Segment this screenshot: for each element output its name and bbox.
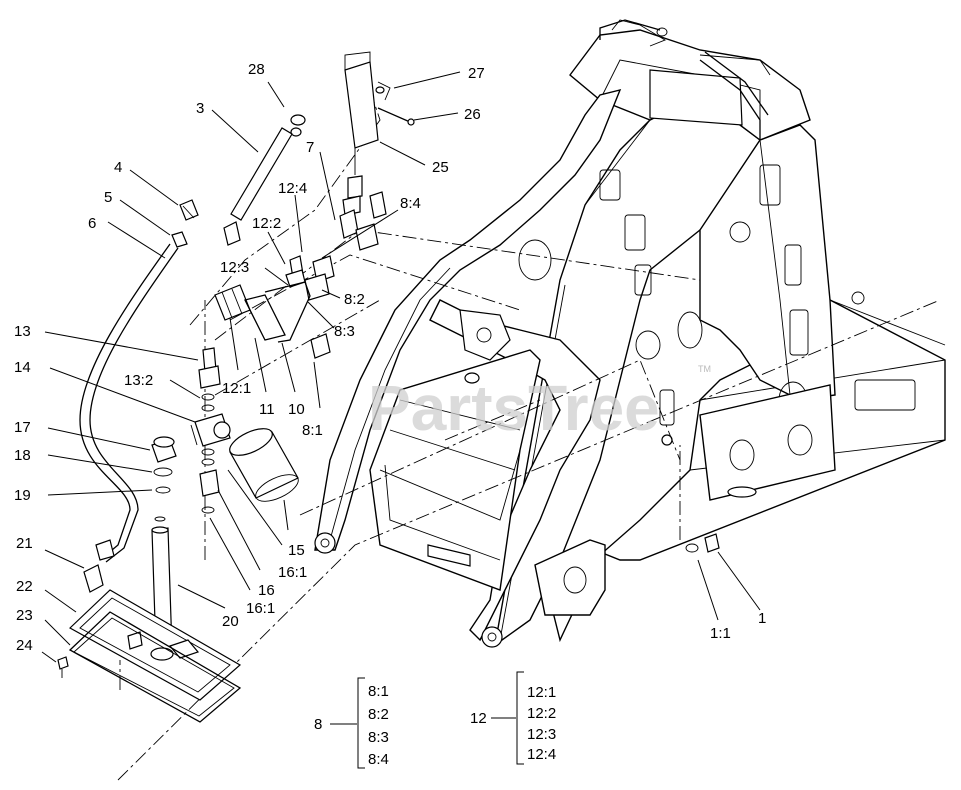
callout-6: 6 bbox=[88, 215, 96, 232]
callout-14: 14 bbox=[14, 359, 31, 376]
callout-23: 23 bbox=[16, 607, 33, 624]
fitting-4 bbox=[179, 199, 199, 221]
legend-12-item-1: 12:1 bbox=[527, 684, 556, 701]
cover-plate-22 bbox=[68, 589, 242, 701]
tube-3 bbox=[223, 127, 293, 246]
callout-26: 26 bbox=[464, 106, 481, 123]
legend-8-item-3: 8:3 bbox=[368, 729, 389, 746]
callout-5: 5 bbox=[104, 189, 112, 206]
callout-16-1-a: 16:1 bbox=[278, 564, 307, 581]
legend-8-item-2: 8:2 bbox=[368, 706, 389, 723]
callout-22: 22 bbox=[16, 578, 33, 595]
clip-19 bbox=[155, 486, 171, 494]
elbow-21 bbox=[83, 564, 104, 593]
legend-8: 8 8:1 8:2 8:3 8:4 bbox=[314, 677, 389, 769]
gasket-23 bbox=[68, 611, 242, 723]
filter-15 bbox=[229, 428, 299, 502]
callout-11: 11 bbox=[259, 401, 275, 418]
callout-12-2: 12:2 bbox=[252, 215, 281, 232]
callout-12-3: 12:3 bbox=[220, 259, 249, 276]
fitting-5 bbox=[171, 231, 188, 248]
plug-1 bbox=[685, 533, 720, 553]
clip-11 bbox=[244, 294, 286, 341]
legend-12-item-3: 12:3 bbox=[527, 726, 556, 743]
fitting-12-4 bbox=[339, 209, 359, 239]
fitting-12-1 bbox=[214, 284, 251, 321]
legend-8-parent: 8 bbox=[314, 716, 322, 733]
watermark: PartsTree TM bbox=[368, 364, 711, 444]
valve-body-14 bbox=[190, 413, 231, 447]
pin-26 bbox=[377, 107, 415, 126]
callout-15: 15 bbox=[288, 542, 305, 559]
fitting-8-1 bbox=[310, 333, 331, 359]
machine-frame bbox=[314, 19, 946, 648]
legend-12-parent: 12 bbox=[470, 710, 487, 727]
callout-8-1: 8:1 bbox=[302, 422, 323, 439]
callout-21: 21 bbox=[16, 535, 33, 552]
assembly-lines bbox=[117, 89, 941, 781]
bolt-24 bbox=[57, 656, 69, 678]
callout-28: 28 bbox=[248, 61, 265, 78]
callout-7: 7 bbox=[306, 139, 314, 156]
breather-cap-17 bbox=[151, 436, 177, 463]
reservoir-tube bbox=[342, 51, 379, 216]
callout-19: 19 bbox=[14, 487, 31, 504]
cap-28 bbox=[290, 114, 306, 137]
callout-12-4: 12:4 bbox=[278, 180, 307, 197]
hose-6 bbox=[79, 243, 179, 563]
legend-12-item-2: 12:2 bbox=[527, 705, 556, 722]
callout-1: 1 bbox=[758, 610, 766, 627]
callout-25: 25 bbox=[432, 159, 449, 176]
callout-18: 18 bbox=[14, 447, 31, 464]
clip-10 bbox=[264, 281, 311, 343]
legend-8-item-1: 8:1 bbox=[368, 683, 389, 700]
watermark-text: PartsTree bbox=[368, 372, 660, 444]
pin-27 bbox=[375, 81, 391, 101]
callout-20: 20 bbox=[222, 613, 239, 630]
fitting-13 bbox=[198, 347, 221, 412]
watermark-tm: TM bbox=[698, 364, 711, 374]
hydraulic-components bbox=[57, 51, 720, 723]
callout-1-1: 1:1 bbox=[710, 625, 731, 642]
gasket-18 bbox=[153, 467, 173, 477]
fitting-8-4 bbox=[355, 191, 387, 251]
callout-13-2: 13:2 bbox=[124, 372, 153, 389]
callout-8-3: 8:3 bbox=[334, 323, 355, 340]
legend-8-item-4: 8:4 bbox=[368, 751, 389, 768]
fitting-8-2 bbox=[304, 255, 335, 301]
callout-10: 10 bbox=[288, 401, 305, 418]
callout-labels: 28 27 26 25 3 4 5 6 7 12:4 8:4 12:2 12:3… bbox=[14, 61, 766, 654]
fitting-16 bbox=[199, 448, 220, 514]
leader-lines bbox=[41, 71, 761, 663]
callout-27: 27 bbox=[468, 65, 485, 82]
callout-13: 13 bbox=[14, 323, 31, 340]
callout-3: 3 bbox=[196, 100, 204, 117]
callout-12-1: 12:1 bbox=[222, 380, 251, 397]
callout-8-4: 8:4 bbox=[400, 195, 421, 212]
callout-4: 4 bbox=[114, 159, 122, 176]
legend-12: 12 12:1 12:2 12:3 12:4 bbox=[470, 671, 556, 765]
callout-24: 24 bbox=[16, 637, 33, 654]
callout-16: 16 bbox=[258, 582, 275, 599]
callout-8-2: 8:2 bbox=[344, 291, 365, 308]
legend-12-item-4: 12:4 bbox=[527, 746, 556, 763]
callout-16-1-b: 16:1 bbox=[246, 600, 275, 617]
callout-17: 17 bbox=[14, 419, 31, 436]
